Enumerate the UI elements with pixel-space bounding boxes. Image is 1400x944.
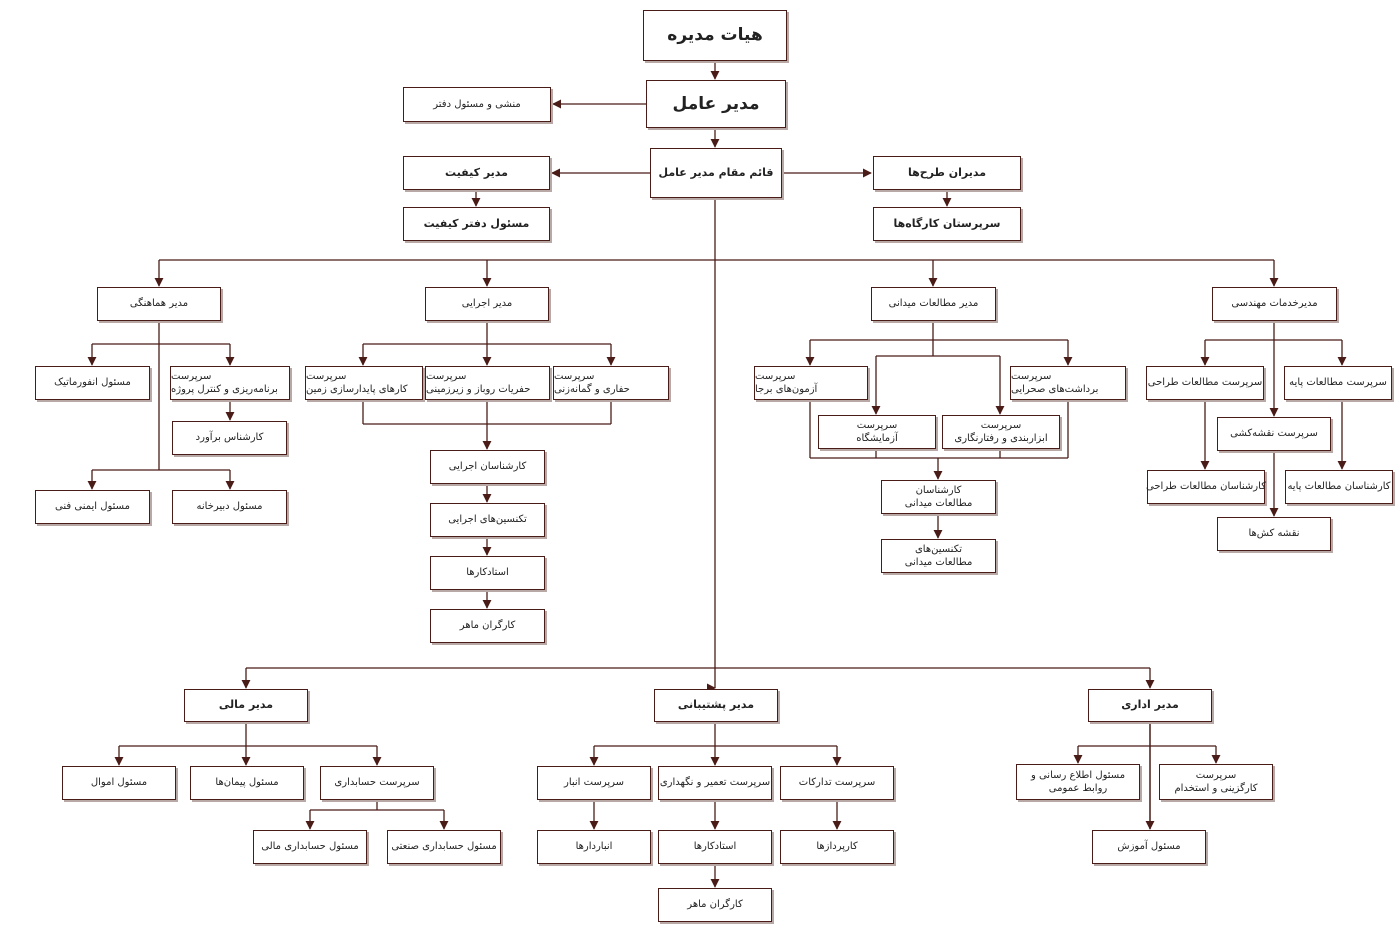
node-engineering-manager: مدیرخدمات مهندسی	[1212, 287, 1337, 321]
node-board: هیات مدیره	[643, 10, 787, 61]
node-finance-manager: مدیر مالی	[184, 689, 308, 722]
node-field-studies-manager: مدیر مطالعات میدانی	[871, 287, 996, 321]
node-project-managers: مدیران طرح‌ها	[873, 156, 1021, 190]
node-maintenance-masters: استادکارها	[658, 830, 772, 864]
node-financial-accountant: مسئول حسابداری مالی	[253, 830, 367, 864]
node-executive-masters: استادکارها	[430, 556, 545, 590]
node-secretariat: مسئول دبیرخانه	[172, 490, 287, 524]
node-industrial-accountant: مسئول حسابداری صنعتی	[387, 830, 501, 864]
node-workshop-supervisors: سرپرستان کارگاه‌ها	[873, 207, 1021, 241]
node-contracts-officer: مسئول پیمان‌ها	[190, 766, 304, 800]
node-executive-technicians: تکنسین‌های اجرایی	[430, 503, 545, 537]
node-quality-office: مسئول دفتر کیفیت	[403, 207, 550, 241]
node-base-studies-supervisor: سرپرست مطالعات پایه	[1284, 366, 1392, 400]
node-quality-manager: مدیر کیفیت	[403, 156, 550, 190]
node-admin-manager: مدیر اداری	[1088, 689, 1212, 722]
node-mapping-supervisor: سرپرست نقشه‌کشی	[1217, 417, 1331, 451]
node-executive-manager: مدیر اجرایی	[425, 287, 549, 321]
node-design-supervisor: سرپرست مطالعات طراحی	[1146, 366, 1264, 400]
node-training-officer: مسئول آموزش	[1092, 830, 1206, 864]
node-drafters: نقشه کش‌ها	[1217, 517, 1331, 551]
node-estimator: کارشناس برآورد	[172, 421, 287, 455]
node-storekeepers: انباردارها	[537, 830, 651, 864]
node-safety-officer: مسئول ایمنی فنی	[35, 490, 150, 524]
node-maintenance-supervisor: سرپرست تعمیر و نگهداری	[658, 766, 772, 800]
node-procurement-supervisor: سرپرست تدارکات	[780, 766, 894, 800]
node-secretary: منشی و مسئول دفتر	[403, 87, 551, 122]
node-warehouse-supervisor: سرپرست انبار	[537, 766, 651, 800]
node-ceo: مدیر عامل	[646, 80, 786, 128]
node-informatics-officer: مسئول انفورماتیک	[35, 366, 150, 400]
node-coordination-manager: مدیر هماهنگی	[97, 287, 221, 321]
node-deputy: قائم مقام مدیر عامل	[650, 148, 782, 198]
node-executive-workers: کارگران ماهر	[430, 609, 545, 643]
node-maintenance-workers: کارگران ماهر	[658, 888, 772, 922]
node-base-experts: کارشناسان مطالعات پایه	[1285, 470, 1393, 504]
node-support-manager: مدیر پشتیبانی	[654, 689, 778, 722]
node-buyers: کارپردازها	[780, 830, 894, 864]
node-assets-officer: مسئول اموال	[62, 766, 176, 800]
node-executive-experts: کارشناسان اجرایی	[430, 450, 545, 484]
node-design-experts: کارشناسان مطالعات طراحی	[1146, 470, 1266, 504]
node-accounting-supervisor: سرپرست حسابداری	[320, 766, 434, 800]
